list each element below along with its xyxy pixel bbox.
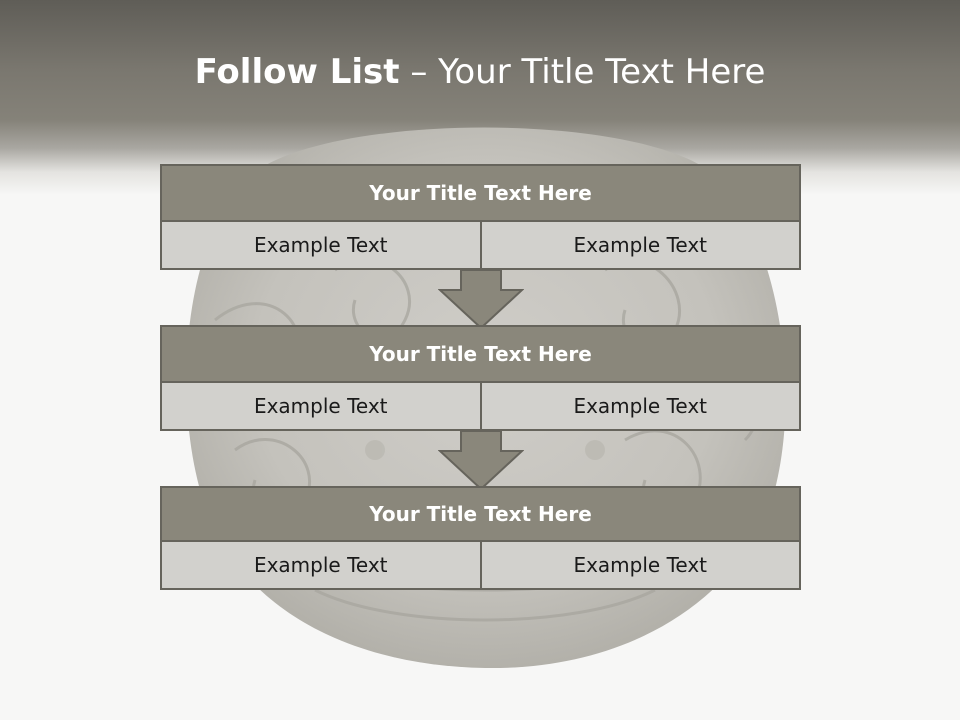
block-row-1: Example Text Example Text [160, 220, 801, 270]
block-row-3: Example Text Example Text [160, 540, 801, 590]
block-title-2: Your Title Text Here [160, 325, 801, 383]
block-2-cell-right: Example Text [479, 381, 801, 431]
block-1-cell-right: Example Text [479, 220, 801, 270]
block-row-2: Example Text Example Text [160, 381, 801, 431]
down-arrow-icon [438, 270, 524, 330]
block-3-cell-right: Example Text [479, 540, 801, 590]
list-block-1: Your Title Text Here Example Text Exampl… [160, 164, 801, 270]
block-1-cell-left: Example Text [160, 220, 482, 270]
slide-title: Follow List – Your Title Text Here [0, 52, 960, 92]
slide-title-bold: Follow List [194, 52, 400, 92]
list-block-3: Your Title Text Here Example Text Exampl… [160, 486, 801, 590]
slide-title-rest: – Your Title Text Here [399, 52, 766, 92]
block-3-cell-left: Example Text [160, 540, 482, 590]
list-block-2: Your Title Text Here Example Text Exampl… [160, 325, 801, 431]
block-title-1: Your Title Text Here [160, 164, 801, 222]
block-title-3: Your Title Text Here [160, 486, 801, 542]
down-arrow-icon [438, 431, 524, 491]
block-2-cell-left: Example Text [160, 381, 482, 431]
